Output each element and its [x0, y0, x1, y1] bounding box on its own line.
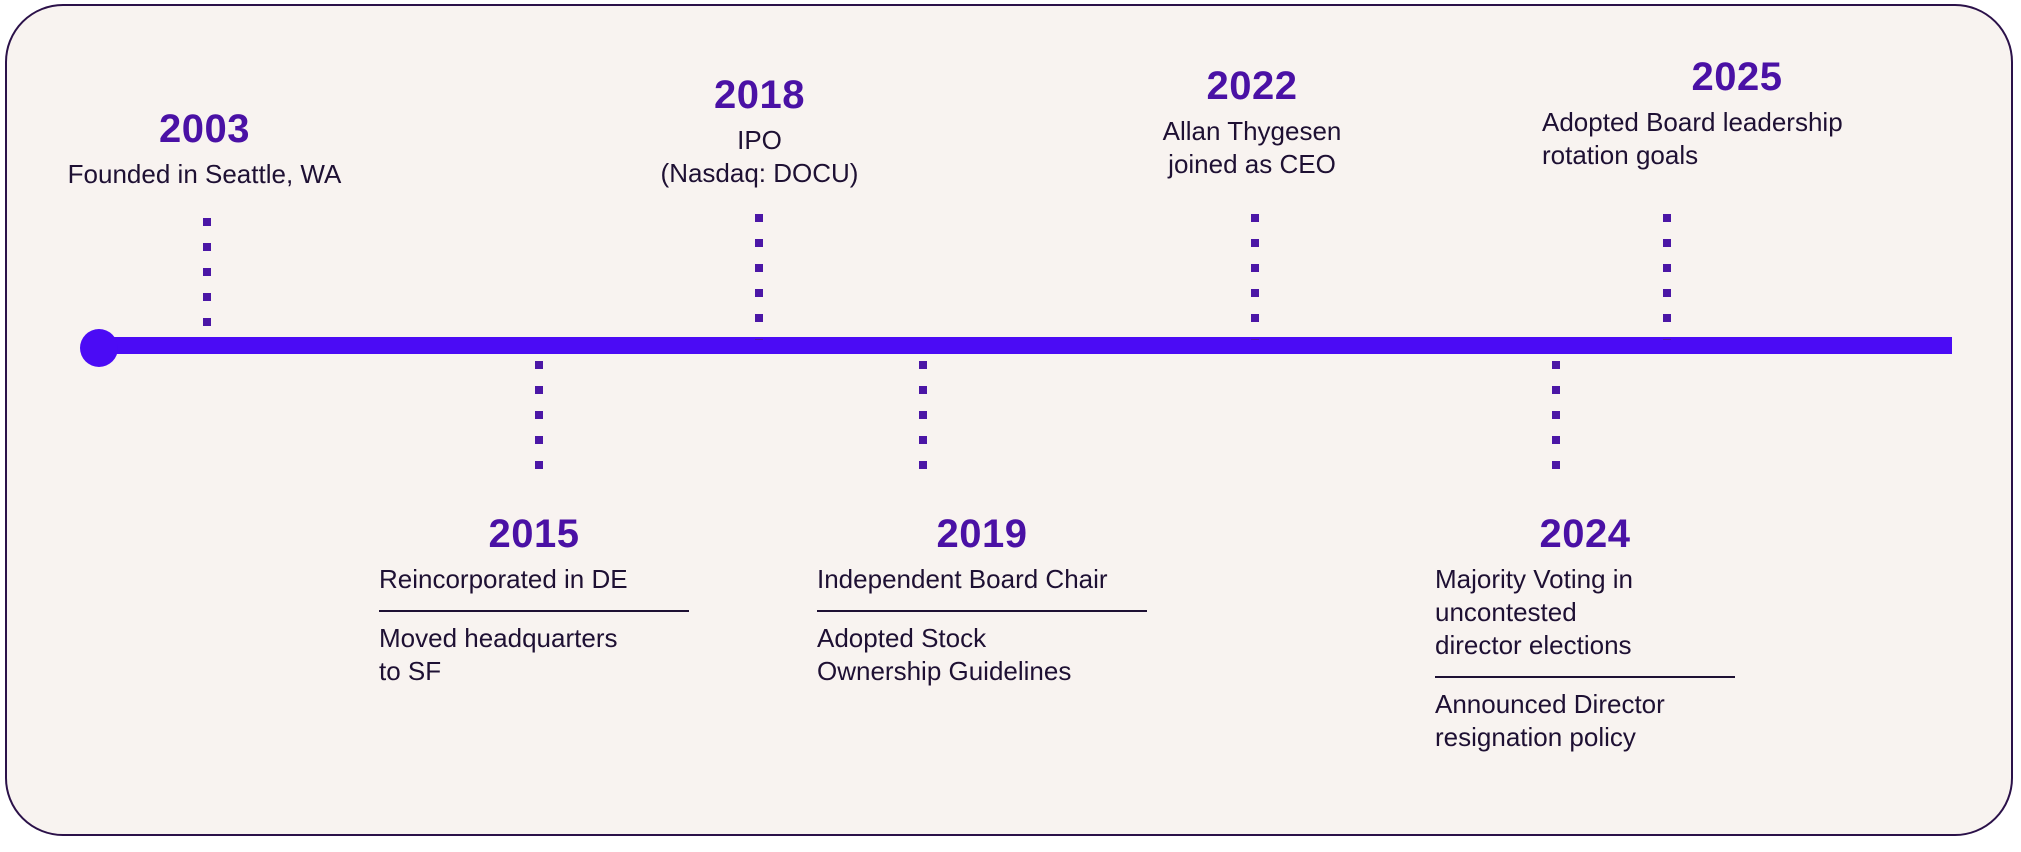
timeline-event-2025[interactable]: 2025 Adopted Board leadership rotation g…	[1542, 54, 1932, 172]
timeline-event-2015[interactable]: 2015 Reincorporated in DE Moved headquar…	[379, 511, 689, 688]
timeline-event-2003[interactable]: 2003 Founded in Seattle, WA	[47, 106, 362, 191]
connector-2024	[1552, 361, 1560, 486]
event-line: director elections	[1435, 630, 1632, 660]
event-line: Reincorporated in DE	[379, 564, 628, 594]
event-line: Adopted Board leadership	[1542, 107, 1843, 137]
event-line: Independent Board Chair	[817, 564, 1108, 594]
event-line: resignation policy	[1435, 722, 1636, 752]
connector-2003	[203, 218, 211, 340]
connector-2019	[919, 361, 927, 486]
connector-2018	[755, 214, 763, 340]
connector-2022	[1251, 214, 1259, 340]
event-line: Majority Voting in	[1435, 564, 1633, 594]
event-year-2019: 2019	[936, 512, 1028, 556]
event-year-2022: 2022	[1206, 64, 1298, 108]
event-year-2015: 2015	[488, 512, 580, 556]
event-line: (Nasdaq: DOCU)	[660, 158, 859, 188]
timeline-axis-line	[99, 337, 1952, 354]
event-line: rotation goals	[1542, 140, 1699, 170]
event-year-2018: 2018	[714, 73, 805, 117]
timeline-event-2018[interactable]: 2018 IPO (Nasdaq: DOCU)	[617, 72, 902, 190]
event-description-2018: IPO (Nasdaq: DOCU)	[617, 124, 902, 190]
event-line: to SF	[379, 656, 442, 686]
event-line: Ownership Guidelines	[817, 656, 1072, 686]
event-year-2024: 2024	[1539, 512, 1631, 556]
event-sub-divider	[817, 610, 1147, 612]
event-line: Founded in Seattle, WA	[67, 159, 342, 189]
timeline-start-dot	[80, 329, 118, 367]
connector-2025	[1663, 214, 1671, 340]
event-description-2003: Founded in Seattle, WA	[47, 158, 362, 191]
timeline-event-2024[interactable]: 2024 Majority Voting in uncontested dire…	[1435, 511, 1735, 754]
event-line: Announced Director	[1435, 689, 1665, 719]
event-sub-divider	[379, 610, 689, 612]
event-description-2019: Independent Board Chair Adopted Stock Ow…	[817, 563, 1147, 688]
connector-2015	[535, 361, 543, 486]
timeline-event-2019[interactable]: 2019 Independent Board Chair Adopted Sto…	[817, 511, 1147, 688]
event-line: IPO	[737, 125, 782, 155]
event-description-2025: Adopted Board leadership rotation goals	[1542, 106, 1932, 172]
event-line: Moved headquarters	[379, 623, 618, 653]
timeline-card: 2003 Founded in Seattle, WA 2018 IPO (Na…	[5, 4, 2013, 836]
event-line: Allan Thygesen	[1162, 116, 1342, 146]
event-line: uncontested	[1435, 597, 1577, 627]
event-description-2015: Reincorporated in DE Moved headquarters …	[379, 563, 689, 688]
event-description-2022: Allan Thygesen joined as CEO	[1112, 115, 1392, 181]
event-line: joined as CEO	[1168, 149, 1336, 179]
event-year-2003: 2003	[159, 107, 250, 151]
event-sub-divider	[1435, 676, 1735, 678]
timeline-event-2022[interactable]: 2022 Allan Thygesen joined as CEO	[1112, 63, 1392, 181]
event-year-2025: 2025	[1691, 55, 1783, 99]
event-line: Adopted Stock	[817, 623, 987, 653]
event-description-2024: Majority Voting in uncontested director …	[1435, 563, 1735, 754]
